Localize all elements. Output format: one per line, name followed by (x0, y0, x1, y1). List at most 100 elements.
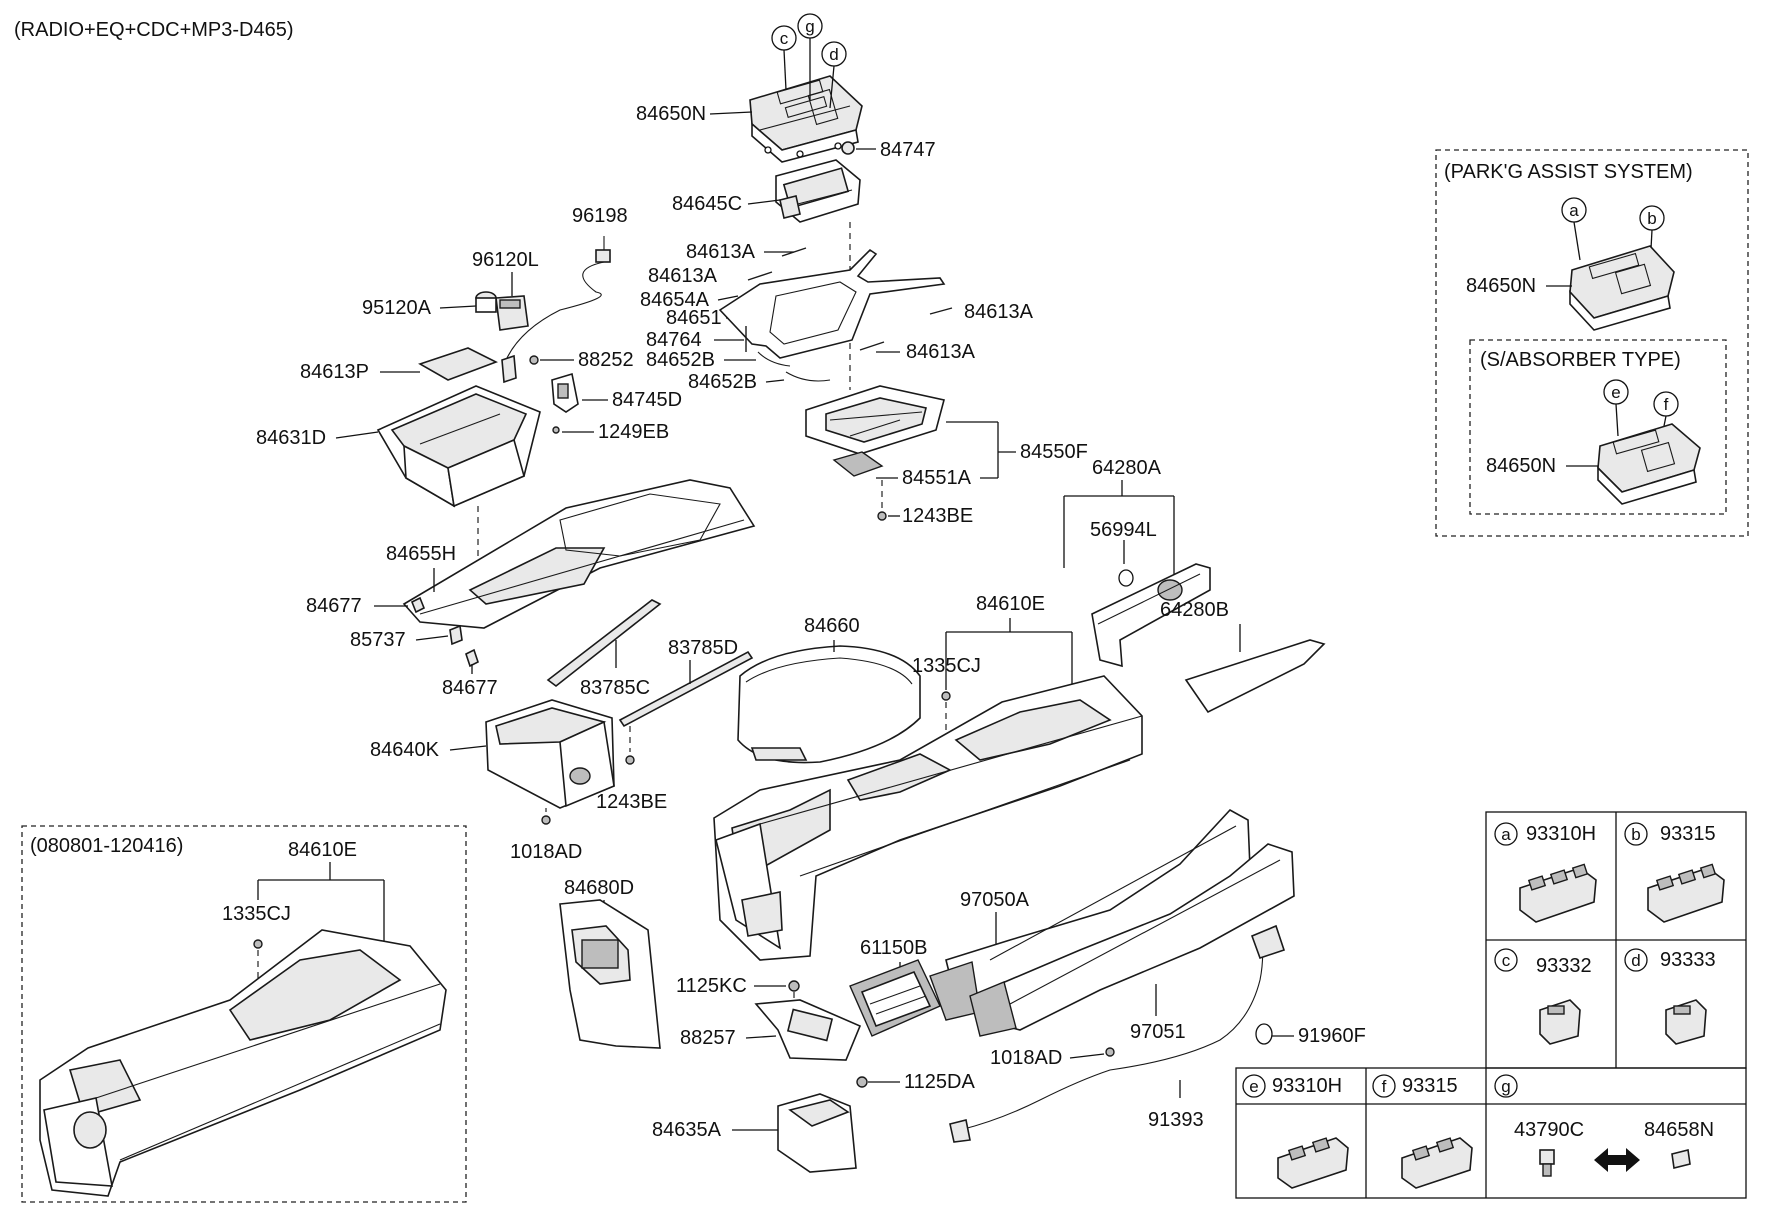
svg-text:b: b (1631, 825, 1640, 844)
svg-text:93332: 93332 (1536, 955, 1592, 977)
ring-56994L (1118, 569, 1134, 587)
label-96198: 96198 (572, 205, 628, 227)
callout-b: b (1639, 205, 1665, 231)
storage-box-84631D (376, 385, 541, 508)
absorber-title: (S/ABSORBER TYPE) (1480, 349, 1681, 371)
label-1125KC: 1125KC (676, 975, 747, 997)
parking-assist-title: (PARK'G ASSIST SYSTEM) (1444, 161, 1693, 183)
switch-93315-f (1401, 1137, 1473, 1189)
legend-cell-b: b 93315 (1624, 822, 1725, 923)
bracket-84745D (551, 372, 579, 413)
label-84550F: 84550F (1020, 441, 1088, 463)
clip-84677-2 (465, 648, 479, 668)
svg-text:f: f (1382, 1077, 1387, 1096)
switch-93310H-e (1277, 1137, 1349, 1189)
svg-text:93310H: 93310H (1526, 823, 1596, 845)
rear-vent-61150B (849, 959, 941, 1037)
label-1125DA: 1125DA (904, 1071, 975, 1093)
legend-grid (1235, 811, 1747, 1199)
svg-text:a: a (1501, 825, 1511, 844)
label-1243BE-2: 1243BE (596, 791, 667, 813)
main-console-84610E (713, 675, 1143, 961)
older-version-box (21, 825, 467, 1203)
label-84677-1: 84677 (306, 595, 362, 617)
legend-cell-f: f 93315 (1372, 1074, 1473, 1189)
label-97050A: 97050A (960, 889, 1030, 911)
svg-text:c: c (1502, 951, 1511, 970)
switch-93310H-a (1519, 863, 1597, 923)
callout-f: f (1653, 391, 1679, 417)
absorber-label-84650N: 84650N (1486, 455, 1556, 477)
panel-64280A (1091, 563, 1211, 668)
cupholder-84640K (485, 699, 615, 809)
label-64280B: 64280B (1160, 599, 1229, 621)
svg-text:93315: 93315 (1660, 823, 1716, 845)
park-label-84650N: 84650N (1466, 275, 1536, 297)
label-85737: 85737 (350, 629, 406, 651)
callout-c: c (771, 25, 797, 51)
label-1335CJ-1: 1335CJ (912, 655, 981, 677)
bolt-1018AD-1 (541, 815, 551, 825)
duct-97051 (969, 843, 1295, 1037)
svg-text:93310H: 93310H (1272, 1075, 1342, 1097)
clip-84677-1 (410, 596, 426, 614)
label-84613P: 84613P (300, 361, 369, 383)
bolt-1125KC (788, 980, 800, 992)
bracket-84635A (777, 1093, 857, 1173)
label-84610E-2: 84610E (288, 839, 357, 861)
svg-text:f: f (1664, 395, 1669, 414)
strip-83785C (546, 599, 662, 688)
armrest-84660 (737, 645, 921, 764)
svg-text:c: c (780, 29, 789, 48)
label-84745D: 84745D (612, 389, 682, 411)
label-84677-2: 84677 (442, 677, 498, 699)
legend-cell-g: g 43790C 84658N (1494, 1074, 1714, 1177)
label-83785C: 83785C (580, 677, 650, 699)
grommet-91960F (1255, 1023, 1273, 1045)
label-96120L: 96120L (472, 249, 539, 271)
label-84631D: 84631D (256, 427, 326, 449)
absorber-box (1469, 339, 1727, 515)
label-1249EB: 1249EB (598, 421, 669, 443)
label-84660: 84660 (804, 615, 860, 637)
switch-93333-d (1665, 999, 1707, 1045)
screw-1243BE-2 (625, 755, 635, 765)
svg-text:b: b (1647, 209, 1656, 228)
interchange-arrow-icon (1594, 1148, 1640, 1172)
rear-panel-84680D (559, 899, 661, 1049)
label-84635A: 84635A (652, 1119, 722, 1141)
label-56994L: 56994L (1090, 519, 1157, 541)
label-1018AD-1: 1018AD (510, 841, 582, 863)
console-insert-84550F (805, 385, 945, 477)
clip-85737 (449, 624, 463, 646)
callout-d: d (821, 41, 847, 67)
legend-cell-e: e 93310H (1242, 1074, 1349, 1189)
svg-text:d: d (829, 45, 838, 64)
bracket-88257 (754, 999, 862, 1061)
label-84655H: 84655H (386, 543, 456, 565)
label-1018AD-2: 1018AD (990, 1047, 1062, 1069)
label-84680D: 84680D (564, 877, 634, 899)
label-84613A-1: 84613A (686, 241, 756, 263)
shift-bracket-84645C (775, 159, 861, 223)
label-97051: 97051 (1130, 1021, 1186, 1043)
svg-text:g: g (805, 17, 814, 36)
callout-a: a (1561, 197, 1587, 223)
older-version-title: (080801-120416) (30, 835, 183, 857)
shift-panel-84650N (749, 75, 863, 163)
shift-panel-absorber-84650N (1597, 423, 1701, 505)
svg-text:e: e (1249, 1077, 1258, 1096)
label-84613A-3: 84613A (964, 301, 1034, 323)
label-84640K: 84640K (370, 739, 440, 761)
plug-43790C (1539, 1149, 1555, 1177)
switch-93332-c (1539, 999, 1581, 1045)
svg-text:93315: 93315 (1402, 1075, 1458, 1097)
legend-cell-d: d 93333 (1624, 948, 1716, 1045)
parking-assist-box (1435, 149, 1749, 537)
shift-panel-park-84650N (1569, 245, 1675, 331)
strip-83785D (618, 650, 754, 728)
label-91960F: 91960F (1298, 1025, 1366, 1047)
screw-1243BE-1 (877, 511, 887, 521)
label-1243BE-1: 1243BE (902, 505, 973, 527)
